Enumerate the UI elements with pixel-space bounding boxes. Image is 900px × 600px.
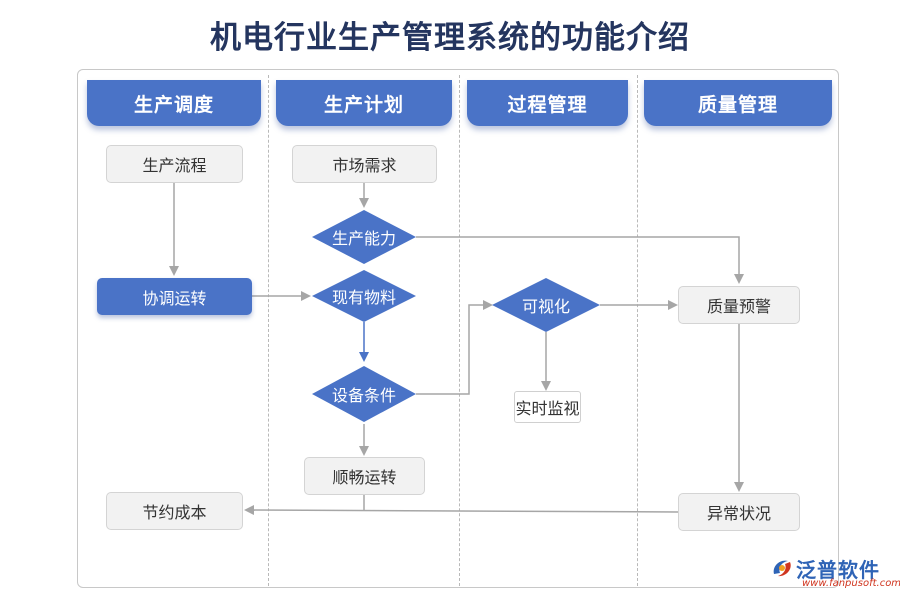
node-market-demand: 市场需求 [292,145,437,183]
node-coordinated-operation: 协调运转 [97,278,252,315]
page-title: 机电行业生产管理系统的功能介绍 [210,20,690,56]
node-production-flow: 生产流程 [106,145,243,183]
node-abnormal-status: 异常状况 [678,493,800,531]
node-realtime-monitoring: 实时监视 [514,391,581,423]
node-quality-warning: 质量预警 [678,286,800,324]
node-smooth-operation: 顺畅运转 [304,457,425,495]
diagram-frame [77,69,839,588]
materials-diamond [312,270,416,322]
node-cost-saving: 节约成本 [106,492,243,530]
lane-divider-1 [268,75,269,586]
link-abnormal-to-cost [244,505,679,516]
lane-header-quality: 质量管理 [644,80,832,126]
brand-logo: 泛普软件 www.fanpusoft.com [768,552,900,592]
lane-divider-2 [459,75,460,586]
visualization-diamond [492,278,600,332]
lane-header-process: 过程管理 [467,80,628,126]
capacity-diamond [312,210,416,264]
link-equipment-to-visualization [416,300,493,395]
lane-header-scheduling: 生产调度 [87,80,261,126]
lane-divider-3 [637,75,638,586]
lane-header-planning: 生产计划 [276,80,452,126]
logo-name: 泛普软件 [796,558,880,582]
link-capacity-to-warning [416,236,744,284]
logo-swirl-icon [773,560,791,577]
equipment-diamond [312,366,416,422]
logo-url: www.fanpusoft.com [802,578,900,589]
